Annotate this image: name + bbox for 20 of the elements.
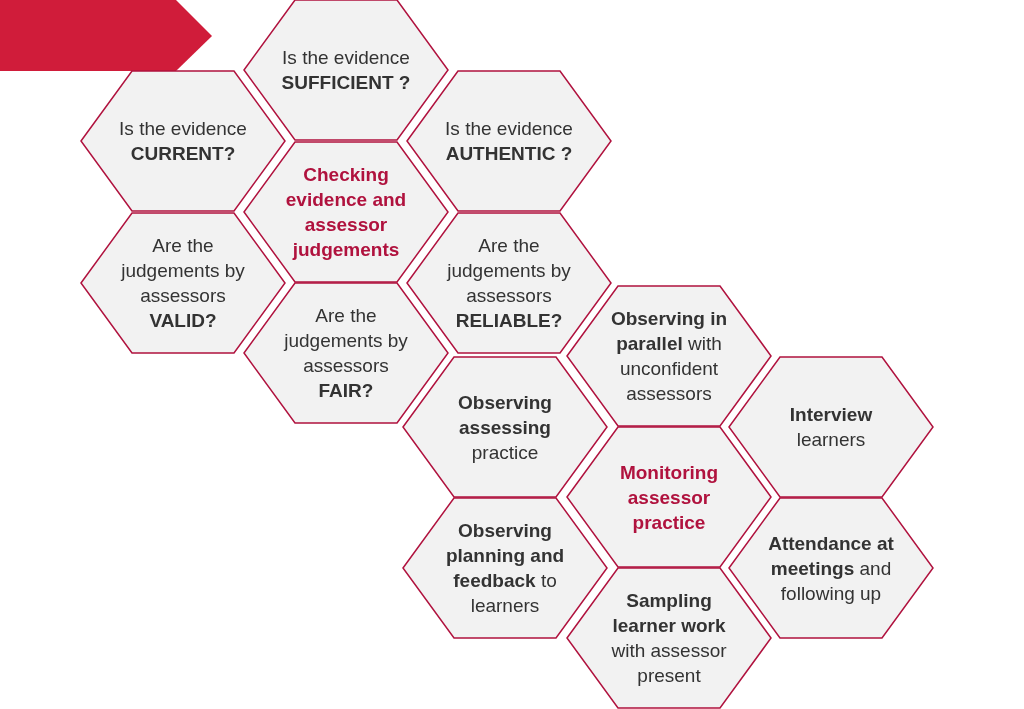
tile-text: Interview learners — [788, 403, 874, 452]
tile-text: Checking evidence and assessor judgements — [284, 163, 408, 262]
hexagon-tile — [728, 497, 934, 639]
tile-text: Is the evidence CURRENT? — [118, 117, 248, 166]
tile-text: Is the evidence AUTHENTIC ? — [444, 117, 574, 166]
hexagon-tile — [728, 356, 934, 498]
tile-text: Sampling learner work with assessor present — [610, 589, 728, 688]
tile-text: Are the judgements by assessors RELIABLE? — [445, 234, 572, 333]
tile-text: Are the judgements by assessors VALID? — [119, 234, 246, 333]
hexagon-tile — [402, 497, 608, 639]
tile-text: Observing assessing practice — [457, 390, 553, 465]
tile-text: Are the judgements by assessors FAIR? — [282, 304, 409, 403]
tile-text: Observing planning and feedback to learners — [444, 519, 566, 618]
tile-text: Is the evidence SUFFICIENT ? — [281, 46, 411, 95]
tile-text: Observing in parallel with unconfident assessors — [609, 307, 729, 406]
hexagon-tile — [566, 567, 772, 709]
tile-text: Attendance at meetings and following up — [767, 531, 895, 606]
hexagon-tile — [243, 282, 449, 424]
hexagon-tile — [402, 356, 608, 498]
tile-text: Monitoring assessor practice — [618, 460, 720, 535]
